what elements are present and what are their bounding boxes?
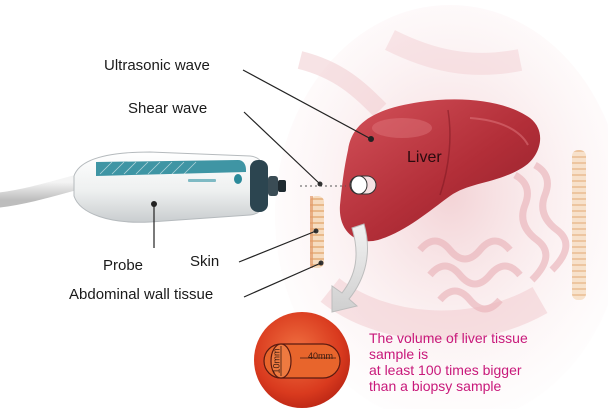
label-liver: Liver xyxy=(407,150,442,166)
sample-width-label: 40mm xyxy=(308,351,333,361)
probe-cable xyxy=(0,182,78,200)
note-line-3: at least 100 times bigger xyxy=(369,362,604,378)
note-line-1: The volume of liver tissue xyxy=(369,330,604,346)
sample-volume-note: The volume of liver tissue sample is at … xyxy=(369,330,604,394)
ultrasonic-wave-dot xyxy=(368,136,374,142)
label-abdominal-wall-tissue: Abdominal wall tissue xyxy=(69,287,213,302)
note-line-2: sample is xyxy=(369,346,604,362)
label-ultrasonic-wave: Ultrasonic wave xyxy=(104,58,210,73)
probe-illustration xyxy=(74,152,286,222)
right-abdominal-wall xyxy=(572,150,586,300)
sample-height-label: 10mm xyxy=(272,348,282,373)
note-line-4: than a biopsy sample xyxy=(369,378,604,394)
label-probe: Probe xyxy=(103,258,143,273)
measurement-volume xyxy=(350,176,376,194)
label-skin: Skin xyxy=(190,254,219,269)
label-shear-wave: Shear wave xyxy=(128,101,207,116)
sample-zoom xyxy=(254,312,350,408)
